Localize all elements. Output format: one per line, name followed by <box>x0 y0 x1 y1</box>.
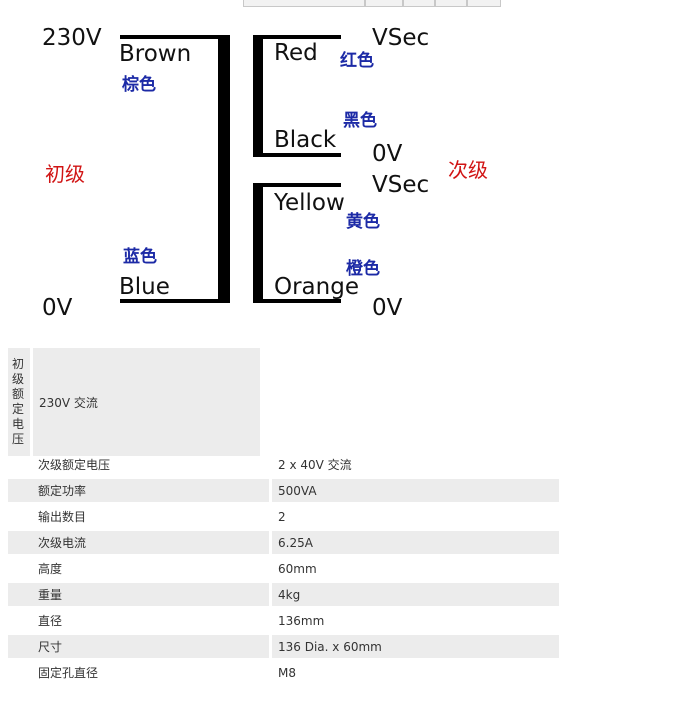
secondary1-voltage-bottom: 0V <box>372 141 403 167</box>
primary-bottom-lead <box>120 299 230 303</box>
cut-off-tab <box>243 0 365 7</box>
spec-value: 2 x 40V 交流 <box>278 458 352 472</box>
secondary1-wire-bottom-en: Black <box>274 127 337 153</box>
secondary1-wire-top-en: Red <box>274 40 318 66</box>
spec-table-continued: 次级额定电压 2 x 40V 交流 额定功率 500VA 输出数目 2 次级电流… <box>5 450 562 687</box>
cut-off-tab <box>403 0 435 7</box>
spec-value: 136 Dia. x 60mm <box>272 635 559 658</box>
secondary2-wire-bottom-cn: 橙色 <box>346 259 380 279</box>
cut-off-tab <box>435 0 467 7</box>
secondary2-voltage-top: VSec <box>372 172 430 198</box>
secondary2-wire-bottom-en: Orange <box>274 274 359 300</box>
primary-voltage-bottom: 0V <box>42 295 73 321</box>
primary-wire-bottom-cn: 蓝色 <box>123 247 157 267</box>
spec-value: 6.25A <box>272 531 559 554</box>
secondary2-wire-top-cn: 黄色 <box>346 212 380 232</box>
primary-wire-top-en: Brown <box>119 41 192 67</box>
secondary2-top-lead <box>253 183 341 187</box>
spec-value: 60mm <box>278 561 317 576</box>
spec-value: 136mm <box>278 613 325 628</box>
spec-key: 重量 <box>8 583 269 606</box>
spec-row: 高度 60mm <box>8 557 559 580</box>
cut-off-tab-strip <box>243 0 501 7</box>
secondary2-wire-top-en: Yellow <box>274 190 345 216</box>
secondary1-voltage-top: VSec <box>372 25 430 51</box>
primary-label: 初级 <box>45 162 85 186</box>
primary-top-lead <box>120 35 230 39</box>
spec-key: 额定功率 <box>8 479 269 502</box>
spec-value: M8 <box>278 665 296 680</box>
spec-key: 高度 <box>38 562 63 576</box>
spec-row: 直径 136mm <box>8 609 559 632</box>
spec-value: 500VA <box>272 479 559 502</box>
spec-key: 初级额定电压 <box>12 357 25 446</box>
secondary1-winding-bar <box>253 35 263 157</box>
spec-row: 次级电流 6.25A <box>8 531 559 554</box>
secondary1-wire-top-cn: 红色 <box>340 51 374 71</box>
spec-key: 尺寸 <box>8 635 269 658</box>
spec-key: 次级额定电压 <box>38 458 111 472</box>
spec-row: 初级额定电压 230V 交流 <box>8 348 550 456</box>
primary-wire-bottom-en: Blue <box>119 274 170 300</box>
spec-row: 输出数目 2 <box>8 505 559 528</box>
spec-key: 固定孔直径 <box>38 666 99 680</box>
spec-row: 重量 4kg <box>8 583 559 606</box>
spec-row: 尺寸 136 Dia. x 60mm <box>8 635 559 658</box>
secondary1-top-lead <box>253 35 341 39</box>
spec-row: 次级额定电压 2 x 40V 交流 <box>8 453 559 476</box>
spec-key-vertical: 初级额定电压 <box>8 348 30 456</box>
spec-value: 2 <box>278 509 286 524</box>
spec-key: 次级电流 <box>8 531 269 554</box>
secondary2-bottom-lead <box>253 299 341 303</box>
primary-wire-top-cn: 棕色 <box>122 75 156 95</box>
secondary1-bottom-lead <box>253 153 341 157</box>
spec-value-text: 230V 交流 <box>39 395 98 410</box>
spec-row: 额定功率 500VA <box>8 479 559 502</box>
primary-winding-bar <box>218 35 230 303</box>
secondary2-voltage-bottom: 0V <box>372 295 403 321</box>
cut-off-tab <box>365 0 403 7</box>
secondary2-winding-bar <box>253 183 263 303</box>
spec-key: 输出数目 <box>38 510 87 524</box>
transformer-wiring-diagram: 230V Brown 棕色 初级 蓝色 Blue 0V Red VSec 红色 … <box>0 0 675 340</box>
spec-value: 4kg <box>272 583 559 606</box>
spec-value: 230V 交流 <box>33 348 260 456</box>
spec-table: 初级额定电压 230V 交流 <box>5 345 553 459</box>
primary-voltage-top: 230V <box>42 25 102 51</box>
secondary1-wire-bottom-cn: 黑色 <box>343 111 377 131</box>
cut-off-tab <box>467 0 501 7</box>
spec-row: 固定孔直径 M8 <box>8 661 559 684</box>
secondary-label: 次级 <box>448 158 488 182</box>
spec-empty-cell <box>263 348 550 456</box>
spec-key: 直径 <box>38 614 63 628</box>
cut-off-header <box>0 0 675 8</box>
